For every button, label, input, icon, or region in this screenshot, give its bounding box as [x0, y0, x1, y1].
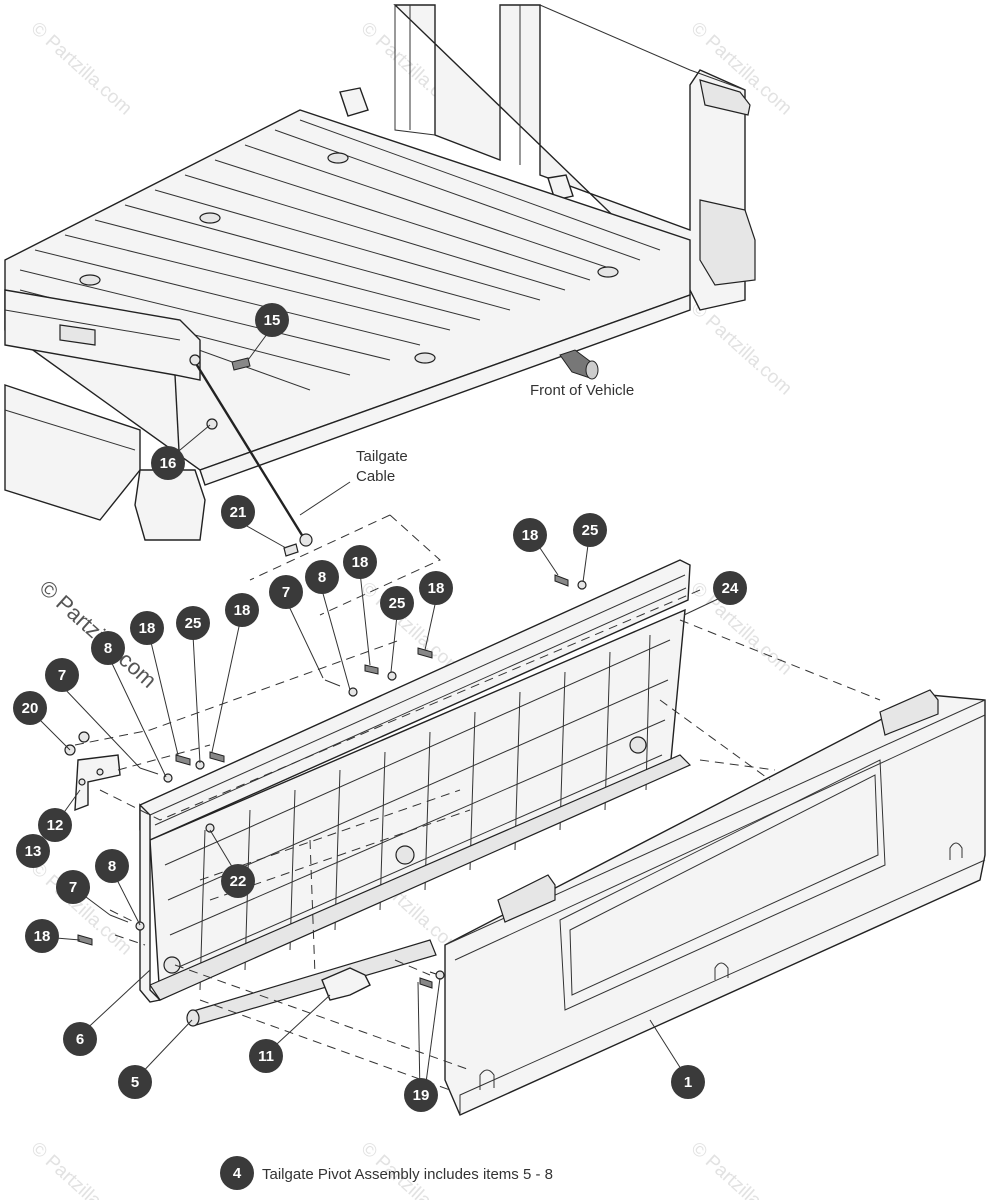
svg-text:18: 18 — [34, 928, 51, 945]
svg-text:7: 7 — [282, 584, 290, 601]
watermark: © Partzilla.com — [687, 298, 796, 399]
callout-6: 6 — [63, 1022, 97, 1056]
latch — [321, 967, 371, 1001]
callout-12: 12 — [38, 808, 72, 842]
svg-text:5: 5 — [131, 1074, 139, 1091]
front-arrow-icon — [559, 349, 599, 380]
tailgate-cable-label: Tailgate — [356, 448, 408, 465]
callout-15: 15 — [255, 303, 289, 337]
svg-text:19: 19 — [413, 1087, 430, 1104]
svg-text:18: 18 — [522, 527, 539, 544]
callout-18: 18 — [419, 571, 453, 605]
svg-text:18: 18 — [234, 602, 251, 619]
hardware — [64, 574, 587, 989]
callout-25: 25 — [176, 606, 210, 640]
svg-text:13: 13 — [25, 843, 42, 860]
callout-20: 20 — [13, 691, 47, 725]
svg-text:11: 11 — [258, 1048, 274, 1065]
svg-text:4: 4 — [233, 1165, 242, 1182]
watermark: © Partzilla.com — [687, 1138, 796, 1200]
callout-7: 7 — [45, 658, 79, 692]
svg-text:8: 8 — [104, 640, 112, 657]
svg-text:18: 18 — [352, 554, 369, 571]
svg-text:1: 1 — [684, 1074, 692, 1091]
callout-25: 25 — [573, 513, 607, 547]
tailgate-outer-panel — [444, 689, 986, 1116]
callout-18: 18 — [225, 593, 259, 627]
svg-text:7: 7 — [69, 879, 77, 896]
callout-11: 11 — [249, 1039, 283, 1073]
callout-18: 18 — [343, 545, 377, 579]
callout-24: 24 — [713, 571, 747, 605]
hinge-bracket — [74, 754, 121, 812]
svg-text:22: 22 — [230, 873, 247, 890]
watermark: © Partzilla.com — [27, 1138, 136, 1200]
tailgate-cable — [193, 361, 307, 541]
callout-19: 19 — [404, 1078, 438, 1112]
callout-18: 18 — [25, 919, 59, 953]
watermark: © Partzilla.com — [27, 18, 136, 119]
callout-25: 25 — [380, 586, 414, 620]
svg-text:25: 25 — [389, 595, 406, 612]
callout-13: 13 — [16, 834, 50, 868]
svg-text:8: 8 — [108, 858, 116, 875]
svg-text:8: 8 — [318, 569, 326, 586]
callout-8: 8 — [91, 631, 125, 665]
tailgate-cable-label: Cable — [356, 468, 395, 485]
svg-text:25: 25 — [582, 522, 599, 539]
callout-8: 8 — [95, 849, 129, 883]
svg-text:6: 6 — [76, 1031, 84, 1048]
cargo-bed — [4, 4, 756, 541]
callout-1: 1 — [671, 1065, 705, 1099]
svg-text:20: 20 — [22, 700, 39, 717]
callout-8: 8 — [305, 560, 339, 594]
svg-text:21: 21 — [230, 504, 247, 521]
callout-7: 7 — [269, 575, 303, 609]
callout-22: 22 — [221, 864, 255, 898]
callout-4: 4 — [220, 1156, 254, 1190]
svg-text:7: 7 — [58, 667, 66, 684]
callout-18: 18 — [130, 611, 164, 645]
svg-text:15: 15 — [264, 312, 281, 329]
svg-text:24: 24 — [722, 580, 739, 597]
assembly-lines — [74, 514, 881, 1091]
svg-text:25: 25 — [185, 615, 202, 632]
svg-text:18: 18 — [428, 580, 445, 597]
svg-text:16: 16 — [160, 455, 177, 472]
callout-18: 18 — [513, 518, 547, 552]
front-of-vehicle-label: Front of Vehicle — [530, 382, 634, 399]
callout-7: 7 — [56, 870, 90, 904]
svg-text:12: 12 — [47, 817, 64, 834]
footer-note: Tailgate Pivot Assembly includes items 5… — [262, 1166, 553, 1183]
svg-text:18: 18 — [139, 620, 156, 637]
callout-21: 21 — [221, 495, 255, 529]
callout-16: 16 — [151, 446, 185, 480]
callout-5: 5 — [118, 1065, 152, 1099]
